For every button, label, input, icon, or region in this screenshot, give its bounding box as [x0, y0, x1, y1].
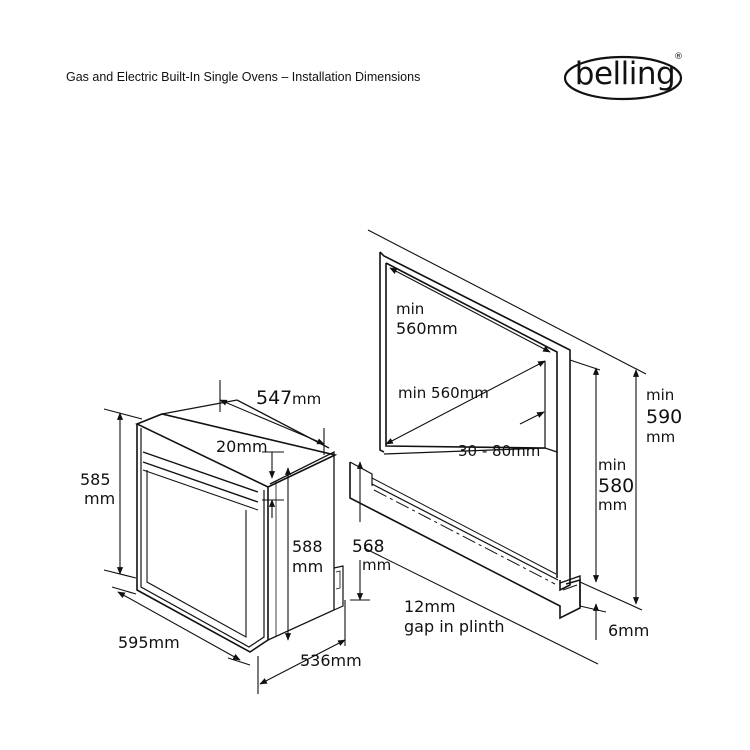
housing-height-min: min: [646, 386, 674, 404]
oven-height-value: 585: [80, 470, 111, 489]
dimension-labels: 585 mm 595mm 547 mm 20mm 588 mm 536mm 56…: [80, 300, 682, 670]
plinth-gap-label-line1: 12mm: [404, 597, 456, 616]
cutout-depth-value: 560mm: [396, 319, 458, 338]
opening-height-unit: mm: [598, 496, 627, 514]
oven-depth-unit: mm: [292, 390, 321, 408]
body-height-value: 588: [292, 537, 323, 556]
fascia-thickness-label: 20mm: [216, 437, 268, 456]
cutout-depth-min: min: [396, 300, 424, 318]
housing-height-unit: mm: [646, 428, 675, 446]
registered-mark: ®: [674, 52, 683, 62]
housing-height-value: 590: [646, 406, 682, 428]
oven-dimension-lines: [103, 380, 346, 694]
housing-illustration: [349, 251, 581, 620]
body-height-unit: mm: [292, 557, 323, 576]
body-depth-label: 536mm: [300, 651, 362, 670]
opening-height-value: 580: [598, 475, 634, 497]
page-title: Gas and Electric Built-In Single Ovens –…: [66, 70, 421, 84]
oven-depth-value: 547: [256, 387, 292, 409]
oven-height-unit: mm: [84, 489, 115, 508]
housing-dimension-lines: [350, 229, 647, 665]
opening-height-min: min: [598, 456, 626, 474]
cutout-width-label: min 560mm: [398, 384, 489, 402]
oven-width-label: 595mm: [118, 633, 180, 652]
bottom-gap-label: 6mm: [608, 621, 649, 640]
plinth-height-value: 568: [352, 537, 384, 557]
belling-logo: belling ®: [562, 52, 688, 102]
logo-wordmark: belling: [574, 56, 676, 92]
plinth-height-unit: mm: [362, 556, 391, 574]
rear-gap-label: 30 - 80mm: [458, 442, 540, 460]
plinth-gap-label-line2: gap in plinth: [404, 617, 504, 636]
logo-oval: [563, 55, 683, 101]
